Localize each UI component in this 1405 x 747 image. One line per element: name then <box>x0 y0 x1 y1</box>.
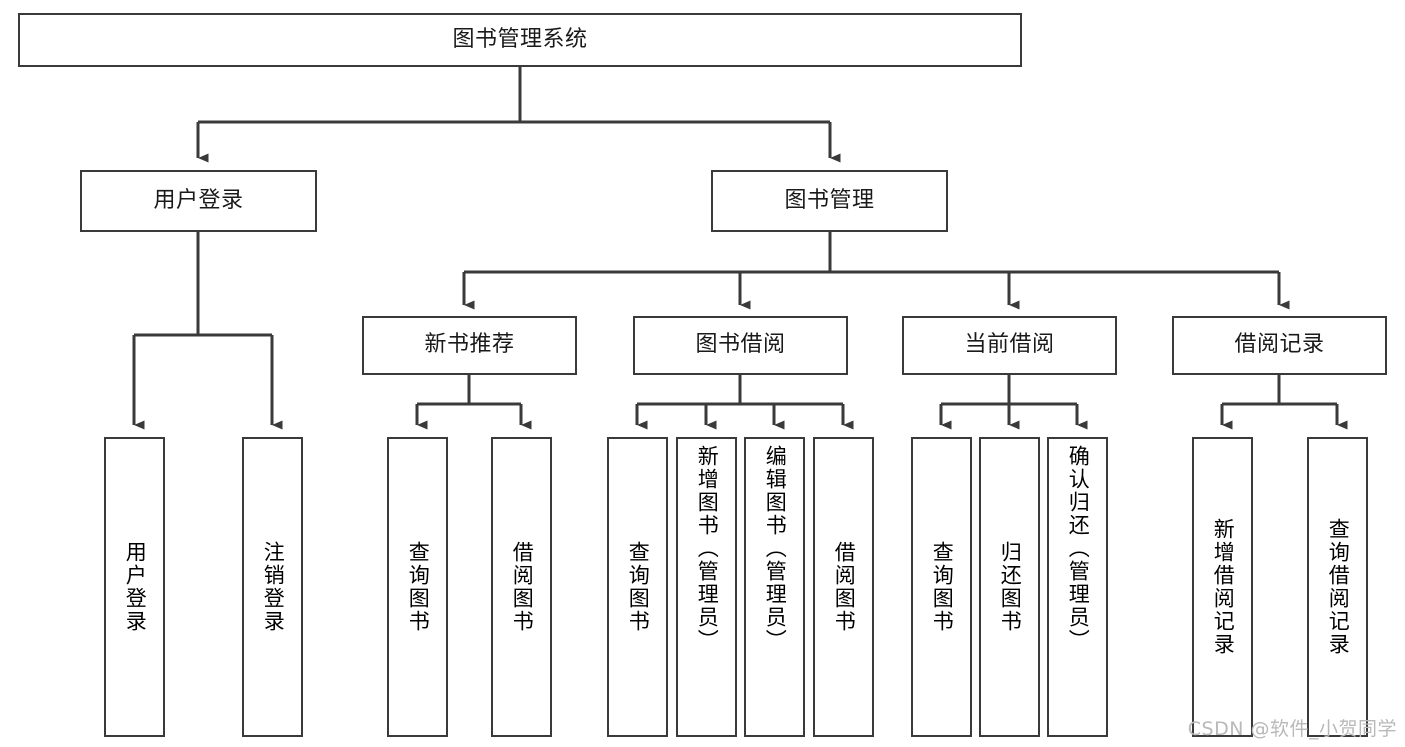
node-user-login[interactable]: 用户登录 <box>80 170 317 232</box>
node-label: 图书管理系统 <box>452 26 588 52</box>
bookmgmt-to-level3-connectors <box>462 232 1290 310</box>
leaf-confirm-return-admin[interactable]: 确认归还（管理员） <box>1047 437 1108 737</box>
node-book-borrow[interactable]: 图书借阅 <box>633 316 848 375</box>
leaf-label: 借阅图书 <box>832 541 857 633</box>
leaf-query-book-borrow[interactable]: 查询图书 <box>607 437 668 737</box>
newbook-to-leaf-connectors <box>415 375 532 430</box>
leaf-query-book-current[interactable]: 查询图书 <box>911 437 972 737</box>
borrowrecord-to-leaf-connectors <box>1220 375 1348 430</box>
node-label: 新书推荐 <box>424 332 515 358</box>
leaf-borrow-book-borrow[interactable]: 借阅图书 <box>813 437 874 737</box>
leaf-label: 新增借阅记录 <box>1211 518 1236 656</box>
leaf-edit-book-admin[interactable]: 编辑图书（管理员） <box>744 437 805 737</box>
leaf-label: 查询图书 <box>930 541 955 633</box>
node-label: 借阅记录 <box>1234 332 1325 358</box>
leaf-query-book-recommend[interactable]: 查询图书 <box>387 437 448 737</box>
node-current-borrow[interactable]: 当前借阅 <box>902 316 1117 375</box>
leaf-label: 查询图书 <box>626 541 651 633</box>
leaf-logout[interactable]: 注销登录 <box>242 437 303 737</box>
leaf-return-book[interactable]: 归还图书 <box>979 437 1040 737</box>
node-new-book-recommend[interactable]: 新书推荐 <box>362 316 577 375</box>
node-label: 图书借阅 <box>695 332 786 358</box>
leaf-label: 查询借阅记录 <box>1326 518 1351 656</box>
leaf-label: 确认归还（管理员） <box>1066 445 1091 652</box>
userlogin-to-leaf-connectors <box>132 232 283 430</box>
node-root-book-management-system[interactable]: 图书管理系统 <box>18 13 1022 67</box>
bookborrow-to-leaf-connectors <box>635 375 854 430</box>
node-book-management[interactable]: 图书管理 <box>711 170 948 232</box>
leaf-label: 查询图书 <box>406 541 431 633</box>
leaf-label: 归还图书 <box>998 541 1023 633</box>
leaf-add-borrow-record[interactable]: 新增借阅记录 <box>1192 437 1253 737</box>
node-borrow-record[interactable]: 借阅记录 <box>1172 316 1387 375</box>
leaf-label: 新增图书（管理员） <box>695 445 720 652</box>
leaf-user-login[interactable]: 用户登录 <box>104 437 165 737</box>
currentborrow-to-leaf-connectors <box>939 375 1088 430</box>
leaf-label: 编辑图书（管理员） <box>763 445 788 652</box>
leaf-label: 借阅图书 <box>510 541 535 633</box>
node-label: 用户登录 <box>153 187 244 213</box>
leaf-label: 注销登录 <box>261 541 286 633</box>
leaf-borrow-book-recommend[interactable]: 借阅图书 <box>491 437 552 737</box>
node-label: 图书管理 <box>784 187 875 213</box>
leaf-label: 用户登录 <box>123 541 148 633</box>
root-to-level2-connectors <box>196 67 841 163</box>
leaf-add-book-admin[interactable]: 新增图书（管理员） <box>676 437 737 737</box>
node-label: 当前借阅 <box>964 332 1055 358</box>
leaf-query-borrow-record[interactable]: 查询借阅记录 <box>1307 437 1368 737</box>
